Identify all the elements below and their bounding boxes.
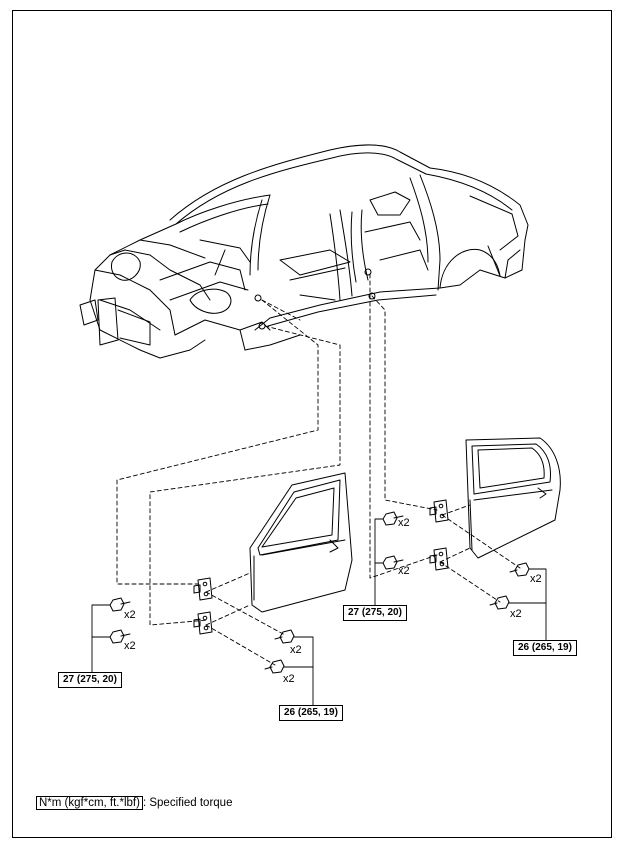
torque-label-front-body: 27 (275, 20): [58, 672, 122, 688]
legend-unit: N*m (kgf*cm, ft.*lbf): [36, 796, 143, 810]
bolt-icon: [109, 511, 530, 674]
qty-label: x2: [124, 640, 136, 652]
qty-label: x2: [398, 565, 410, 577]
diagram-frame: [12, 10, 612, 838]
rear-door-panel: [465, 437, 561, 559]
car-body-icon: [79, 144, 529, 359]
torque-label-front-door: 26 (265, 19): [279, 705, 343, 721]
legend-description: : Specified torque: [142, 797, 233, 809]
hinge-icon: [193, 499, 449, 635]
qty-label: x2: [398, 517, 410, 529]
qty-label: x2: [530, 573, 542, 585]
front-door-panel: [249, 472, 353, 613]
qty-label: x2: [283, 673, 295, 685]
qty-label: x2: [290, 644, 302, 656]
leader-lines: [116, 273, 521, 666]
torque-label-rear-door: 26 (265, 19): [513, 640, 577, 656]
torque-brackets: [91, 518, 547, 706]
torque-legend: N*m (kgf*cm, ft.*lbf): Specified torque: [36, 796, 233, 810]
torque-label-rear-body: 27 (275, 20): [343, 605, 407, 621]
qty-label: x2: [510, 608, 522, 620]
qty-label: x2: [124, 609, 136, 621]
